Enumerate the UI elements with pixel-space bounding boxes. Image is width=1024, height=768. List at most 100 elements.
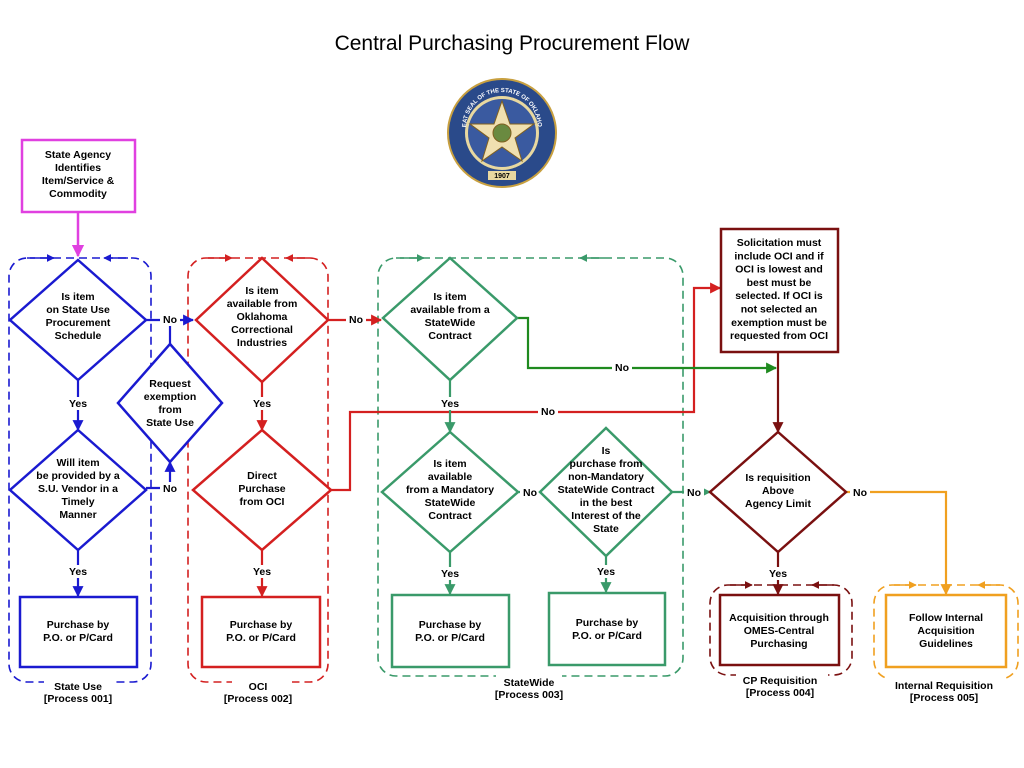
text-line: Is item xyxy=(433,458,466,470)
text-line: Oklahoma xyxy=(237,311,288,323)
text-line: CP Requisition xyxy=(743,675,817,687)
text-line: State Use xyxy=(54,681,102,693)
text-line: non-Mandatory xyxy=(568,471,644,483)
text-line: Correctional xyxy=(231,324,293,336)
text-line: Agency Limit xyxy=(745,498,811,510)
text-line: [Process 005] xyxy=(910,692,978,704)
text-line: in the best xyxy=(580,497,633,509)
text-line: P.O. or P/Card xyxy=(572,630,642,642)
text-line: requested from OCI xyxy=(730,330,828,342)
label-no: No xyxy=(523,487,537,499)
text-line: Timely xyxy=(61,496,94,508)
text-line: Is item xyxy=(433,291,466,303)
text-line: Follow Internal xyxy=(909,612,983,624)
text-line: available from a xyxy=(410,304,490,316)
text-line: Purchasing xyxy=(750,638,807,650)
label-no: No xyxy=(615,362,629,374)
text-line: Manner xyxy=(59,509,96,521)
label-yes: Yes xyxy=(253,566,271,578)
group-label-oci: OCI[Process 002] xyxy=(224,681,292,705)
text-line: P.O. or P/Card xyxy=(415,632,485,644)
text-line: Purchase xyxy=(238,483,285,495)
statewide-group-border xyxy=(377,257,684,677)
text-line: Industries xyxy=(237,337,287,349)
text-line: Above xyxy=(762,485,794,497)
seal-year: 1907 xyxy=(494,173,510,180)
text-line: P.O. or P/Card xyxy=(43,632,113,644)
label-no: No xyxy=(687,487,701,499)
text-line: exemption must be xyxy=(731,317,827,329)
text-line: P.O. or P/Card xyxy=(226,632,296,644)
text-line: available from xyxy=(227,298,298,310)
text-line: best must be xyxy=(747,277,812,289)
text-line: State Agency xyxy=(45,149,111,161)
text-line: Interest of the xyxy=(571,510,641,522)
text-line: StateWide xyxy=(504,677,555,689)
text-line: Is xyxy=(602,445,611,457)
text-line: Procurement xyxy=(46,317,111,329)
label-no: No xyxy=(853,487,867,499)
group-label-internal: Internal Requisition[Process 005] xyxy=(895,680,993,704)
text-line: Acquisition through xyxy=(729,612,829,624)
text-line: StateWide Contract xyxy=(558,484,655,496)
label-yes: Yes xyxy=(597,566,615,578)
text-line: [Process 003] xyxy=(495,689,563,701)
edge-labels: Yes Yes No No Yes Yes No No No Yes Yes Y… xyxy=(66,313,870,580)
page-title: Central Purchasing Procurement Flow xyxy=(334,32,690,55)
text-line: OMES-Central xyxy=(744,625,815,637)
text-line: Acquisition xyxy=(917,625,974,637)
text-line: from xyxy=(158,404,181,416)
text-line: on State Use xyxy=(46,304,110,316)
text-line: Contract xyxy=(428,330,472,342)
text-line: from OCI xyxy=(240,496,285,508)
text-line: not selected an xyxy=(741,304,817,316)
text-line: OCI xyxy=(249,681,268,693)
edge-oci-direct-to-solicitation xyxy=(331,282,722,492)
text-line: Purchase by xyxy=(419,619,482,631)
text-line: Purchase by xyxy=(47,619,110,631)
label-no: No xyxy=(163,314,177,326)
text-line: S.U. Vendor in a xyxy=(38,483,118,495)
text-line: Internal Requisition xyxy=(895,680,993,692)
text-line: [Process 001] xyxy=(44,693,112,705)
label-yes: Yes xyxy=(441,398,459,410)
text-line: Request xyxy=(149,378,191,390)
text-line: Is item xyxy=(245,285,278,297)
text-line: StateWide xyxy=(425,497,476,509)
text-line: Identifies xyxy=(55,162,101,174)
text-line: from a Mandatory xyxy=(406,484,494,496)
text-line: include OCI and if xyxy=(734,250,824,262)
text-line: State Use xyxy=(146,417,194,429)
text-line: Solicitation must xyxy=(737,237,822,249)
text-line: be provided by a xyxy=(36,470,120,482)
text-line: [Process 004] xyxy=(746,687,814,699)
